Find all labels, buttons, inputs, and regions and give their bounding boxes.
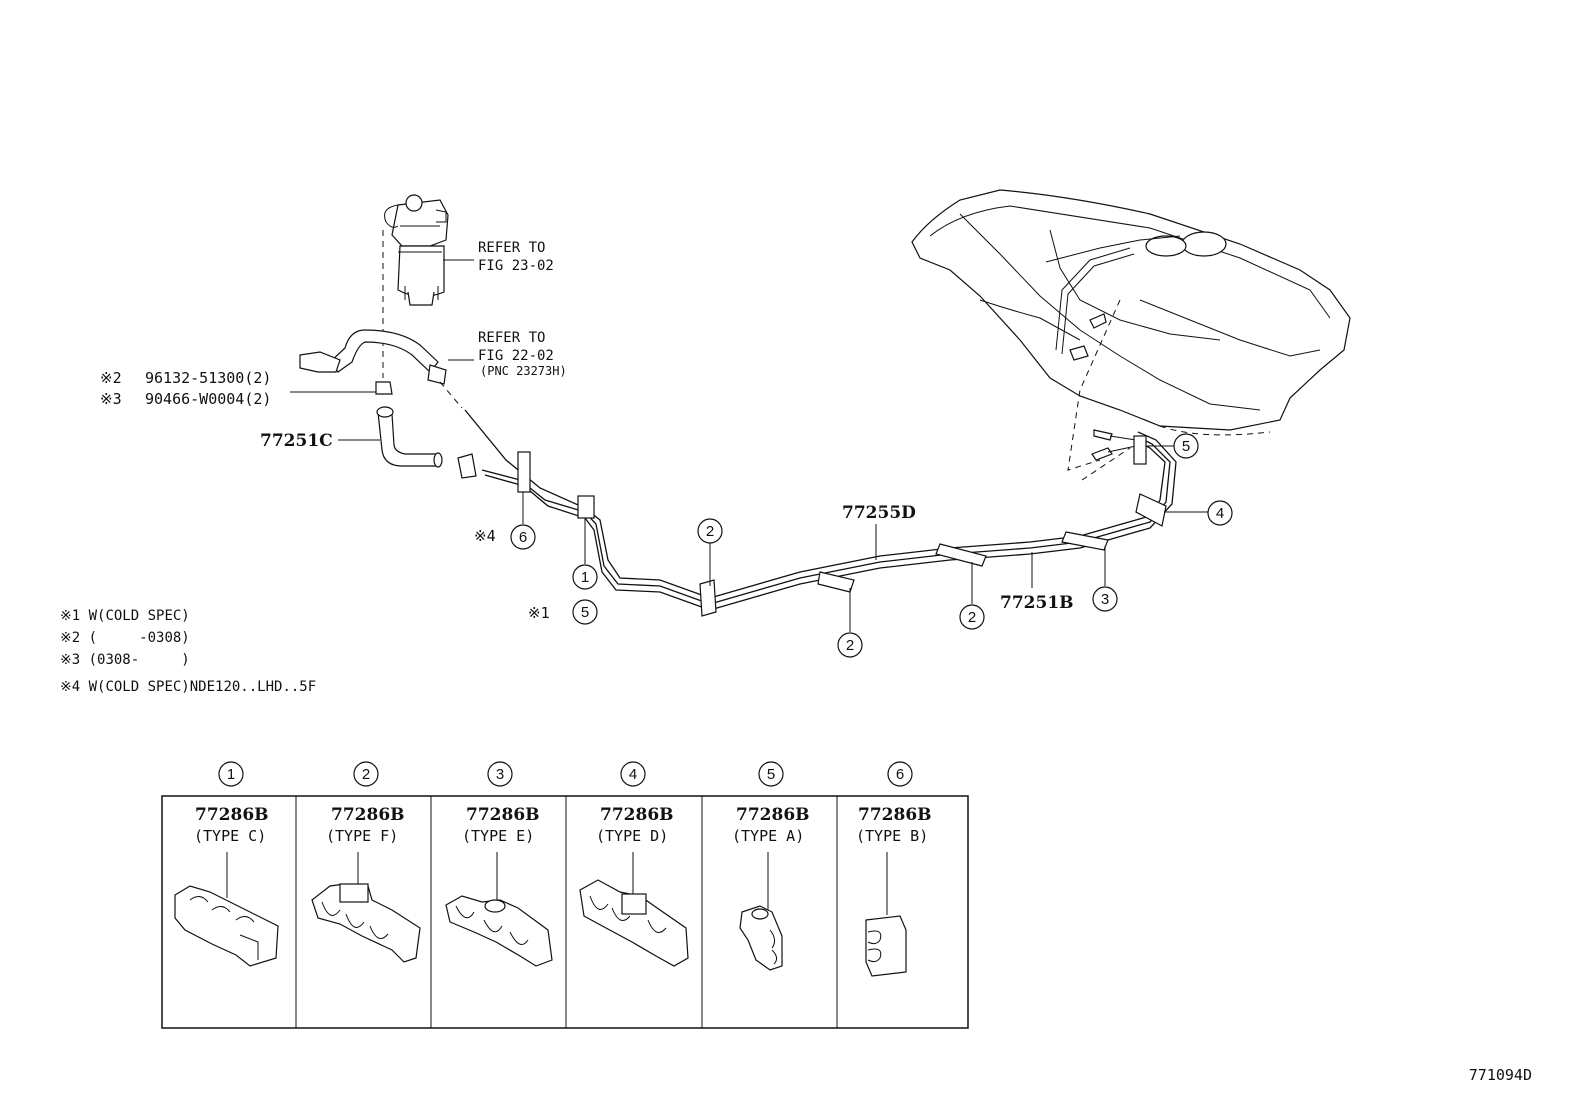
hose-clip-drawing — [375, 381, 393, 395]
part-number-77255d: 77255D — [842, 503, 916, 523]
clamp-1-on-tube — [577, 495, 595, 519]
marked-part-1-number: 96132-51300(2) — [145, 369, 271, 387]
clamp-2-number-circle — [353, 761, 379, 787]
marked-part-2-mark: ※3 — [100, 390, 122, 408]
clamp-col-4: 4 77286B (TYPE D) — [579, 761, 689, 967]
part-number-77251c: 77251C — [260, 431, 333, 451]
clamp-col-1: 1 77286B (TYPE C) — [174, 761, 279, 967]
clamp-type-b-drawing — [865, 915, 907, 977]
inlet-hose-drawing — [299, 329, 447, 385]
note-4: ※4 W(COLD SPEC)NDE120..LHD..5F — [60, 679, 316, 695]
tube-end-lines — [1107, 435, 1137, 453]
clamp-3-number: 3 — [496, 766, 504, 783]
clamp-2-type: (TYPE F) — [326, 827, 398, 845]
clamp-type-d-drawing — [579, 879, 689, 967]
note-2: ※2 ( -0308) — [60, 630, 190, 646]
hose-clamp-drawing — [457, 453, 477, 479]
callout-6-circle — [510, 524, 536, 550]
clamp-5-type: (TYPE A) — [732, 827, 804, 845]
hose-77251c-drawing — [376, 406, 443, 468]
mark-1-label: ※1 — [528, 604, 550, 622]
clamp-col-6: 6 77286B (TYPE B) — [856, 761, 932, 977]
clamp-col-3: 3 77286B (TYPE E) — [445, 761, 553, 967]
clamp-type-c-drawing — [174, 885, 279, 967]
clamp-5-on-tube — [1133, 435, 1147, 465]
clamp-6-number-circle — [887, 761, 913, 787]
clamp-3-part: 77286B — [466, 805, 540, 825]
mark-4-label: ※4 — [474, 527, 496, 545]
callout-4-circle — [1207, 500, 1233, 526]
hose-ref-line3: (PNC 23273H) — [480, 364, 567, 378]
note-3: ※3 (0308- ) — [60, 652, 190, 668]
callout-2a-circle — [697, 518, 723, 544]
filter-ref-line2: FIG 23-02 — [478, 258, 554, 274]
clamp-2b-on-tube — [817, 571, 855, 593]
clamp-6-part: 77286B — [858, 805, 932, 825]
clamp-col-5: 5 77286B (TYPE A) — [732, 761, 810, 971]
clamp-table-border — [161, 795, 969, 1029]
callout-5-left-circle — [572, 599, 598, 625]
clamp-6-type: (TYPE B) — [856, 827, 928, 845]
clamp-3-on-tube — [1061, 531, 1109, 551]
callout-3-circle — [1092, 586, 1118, 612]
tube-end-fitting-1 — [1093, 429, 1113, 441]
clamp-1-type: (TYPE C) — [194, 827, 266, 845]
callout-2b-label: 2 — [846, 637, 854, 654]
callout-6-label: 6 — [519, 529, 527, 546]
clamp-3-number-circle — [487, 761, 513, 787]
clamp-2-part: 77286B — [331, 805, 405, 825]
clamp-5-part: 77286B — [736, 805, 810, 825]
tube-end-fitting-2 — [1091, 447, 1113, 461]
fuel-filter-drawing — [384, 194, 449, 306]
clamp-table: 1 77286B (TYPE C) 2 77286B (TYPE F) 3 77… — [161, 761, 969, 1029]
callout-5-left-label: 5 — [581, 604, 589, 621]
clamp-4-number-circle — [620, 761, 646, 787]
clamp-4-part: 77286B — [600, 805, 674, 825]
clamp-6-number: 6 — [896, 766, 904, 783]
part-number-77251b: 77251B — [1000, 593, 1074, 613]
clamp-4-on-tube — [1135, 493, 1167, 527]
callout-4-label: 4 — [1216, 505, 1224, 522]
callout-1-circle — [572, 564, 598, 590]
hose-ref-line1: REFER TO — [478, 330, 545, 346]
clamp-5-number-circle — [758, 761, 784, 787]
fuel-tank-drawing — [911, 189, 1351, 481]
figure-id: 771094D — [1469, 1066, 1532, 1084]
clamp-col-2: 2 77286B (TYPE F) — [311, 761, 421, 963]
marked-part-1-mark: ※2 — [100, 369, 122, 387]
clamp-4-number: 4 — [629, 766, 637, 783]
fuel-tubes-main — [709, 431, 1177, 611]
callout-2c-label: 2 — [968, 609, 976, 626]
hose-ref-line2: FIG 22-02 — [478, 348, 554, 364]
note-1: ※1 W(COLD SPEC) — [60, 608, 190, 624]
clamp-type-a-drawing — [739, 905, 783, 971]
clamp-2-number: 2 — [362, 766, 370, 783]
callout-5-right-circle — [1173, 433, 1199, 459]
clamp-1-part: 77286B — [195, 805, 269, 825]
callout-2a-label: 2 — [706, 523, 714, 540]
clamp-6-on-tube — [517, 451, 531, 493]
clamp-3-type: (TYPE E) — [462, 827, 534, 845]
clamp-2c-on-tube — [935, 543, 987, 567]
callout-2c-circle — [959, 604, 985, 630]
callout-5-right-label: 5 — [1182, 438, 1190, 455]
filter-ref-line1: REFER TO — [478, 240, 545, 256]
clamp-2a-on-tube — [699, 579, 717, 617]
clamp-4-type: (TYPE D) — [596, 827, 668, 845]
hose-assembly-dashline — [439, 381, 463, 409]
marked-part-2-number: 90466-W0004(2) — [145, 390, 271, 408]
clamp-1-number-circle — [218, 761, 244, 787]
clamp-5-number: 5 — [767, 766, 775, 783]
clamp-1-number: 1 — [227, 766, 235, 783]
callout-3-label: 3 — [1101, 591, 1109, 608]
callout-2b-circle — [837, 632, 863, 658]
callout-1-label: 1 — [581, 569, 589, 586]
